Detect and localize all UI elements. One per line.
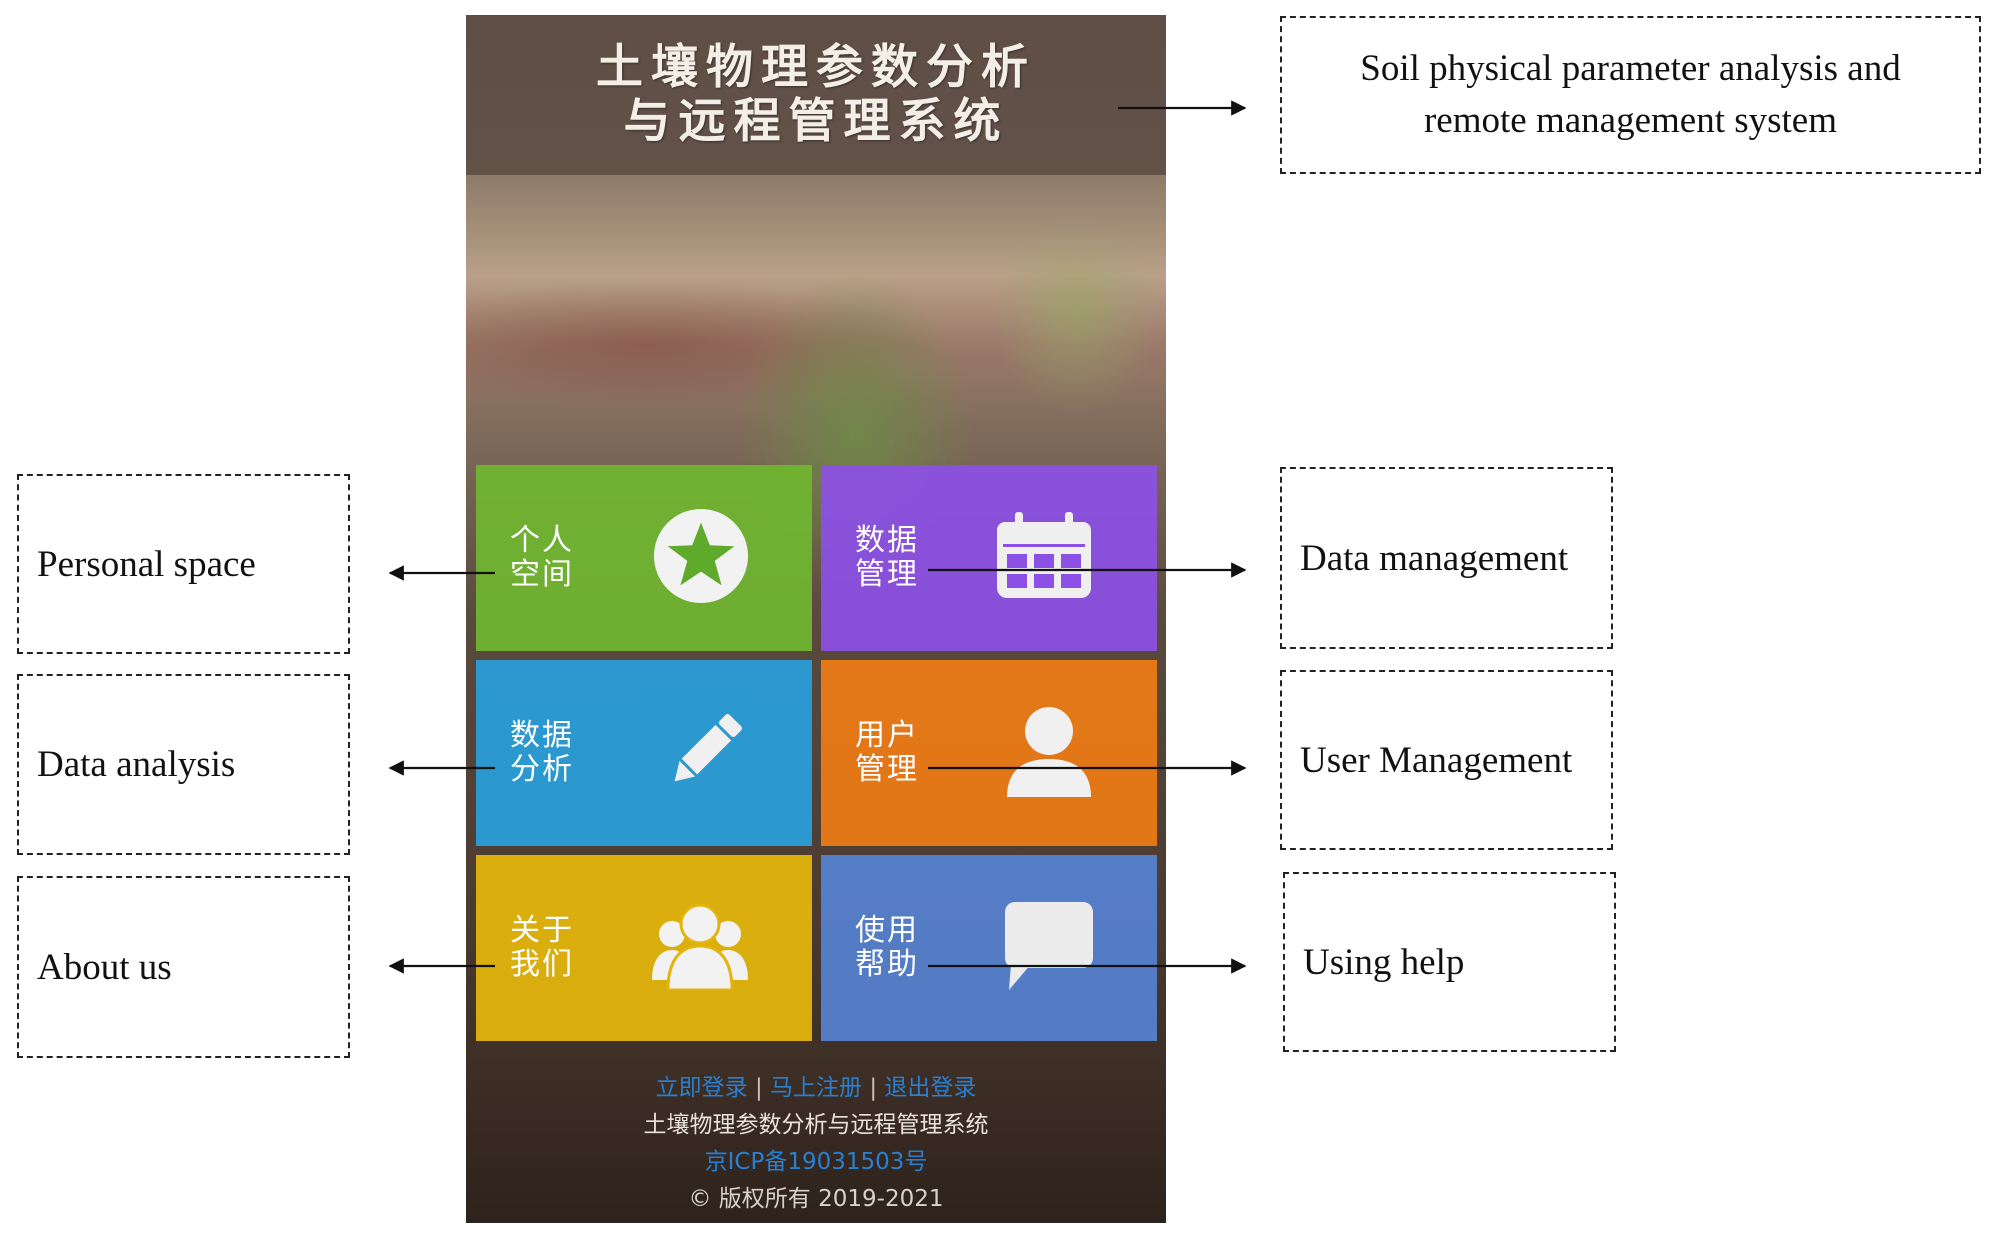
app-title-line2: 与远程管理系统 [623,94,1009,149]
register-link[interactable]: 马上注册 [770,1075,862,1101]
logout-link[interactable]: 退出登录 [884,1075,977,1101]
footer-copyright: © 版权所有 2019-2021 [688,1186,944,1212]
callout-using-help: Using help [1283,872,1616,1052]
group-icon [650,902,750,994]
tile-label: 个人空间 [510,523,574,592]
footer: 立即登录 | 马上注册 | 退出登录 土壤物理参数分析与远程管理系统 京ICP备… [466,1070,1166,1218]
callout-about-us: About us [17,876,350,1058]
callout-label: Personal space [37,543,256,585]
tile-personal-space[interactable]: 个人空间 [476,465,812,651]
callout-data-management: Data management [1280,467,1613,649]
callout-personal-space: Personal space [17,474,350,654]
app-header: 土壤物理参数分析 与远程管理系统 [466,15,1166,175]
tile-label: 关于我们 [510,913,574,982]
callout-label: Using help [1303,941,1465,983]
tile-about-us[interactable]: 关于我们 [476,855,812,1041]
callout-label: User Management [1300,739,1573,781]
callout-label: Data management [1300,537,1569,579]
tile-label: 数据管理 [855,523,919,592]
calendar-icon [993,510,1095,606]
footer-separator: | [869,1075,878,1101]
callout-title-line2: remote management system [1423,100,1838,141]
phone-screen: 土壤物理参数分析 与远程管理系统 个人空间 数据管理 [466,15,1166,1223]
callout-label: About us [37,946,172,988]
callout-label: Data analysis [37,744,236,785]
footer-icp-link[interactable]: 京ICP备19031503号 [704,1149,928,1175]
tile-label: 使用帮助 [855,913,919,982]
app-title-line1: 土壤物理参数分析 [596,40,1036,95]
tile-using-help[interactable]: 使用帮助 [821,855,1157,1041]
tile-label: 数据分析 [510,718,574,787]
footer-system-name: 土壤物理参数分析与远程管理系统 [643,1112,989,1138]
callout-user-management: User Management [1280,670,1613,850]
tile-data-management[interactable]: 数据管理 [821,465,1157,651]
login-link[interactable]: 立即登录 [655,1075,748,1101]
footer-links: 立即登录 | 马上注册 | 退出登录 [466,1070,1166,1107]
footer-separator: | [754,1075,763,1101]
pencil-icon [660,706,750,800]
callout-data-analysis: Data analysis [17,674,350,855]
tile-label: 用户管理 [855,718,919,787]
star-icon [652,507,750,609]
chat-icon [1003,900,1095,996]
callout-title: Soil physical parameter analysis and rem… [1280,16,1981,174]
callout-title-line1: Soil physical parameter analysis and [1360,48,1901,89]
tile-data-analysis[interactable]: 数据分析 [476,660,812,846]
